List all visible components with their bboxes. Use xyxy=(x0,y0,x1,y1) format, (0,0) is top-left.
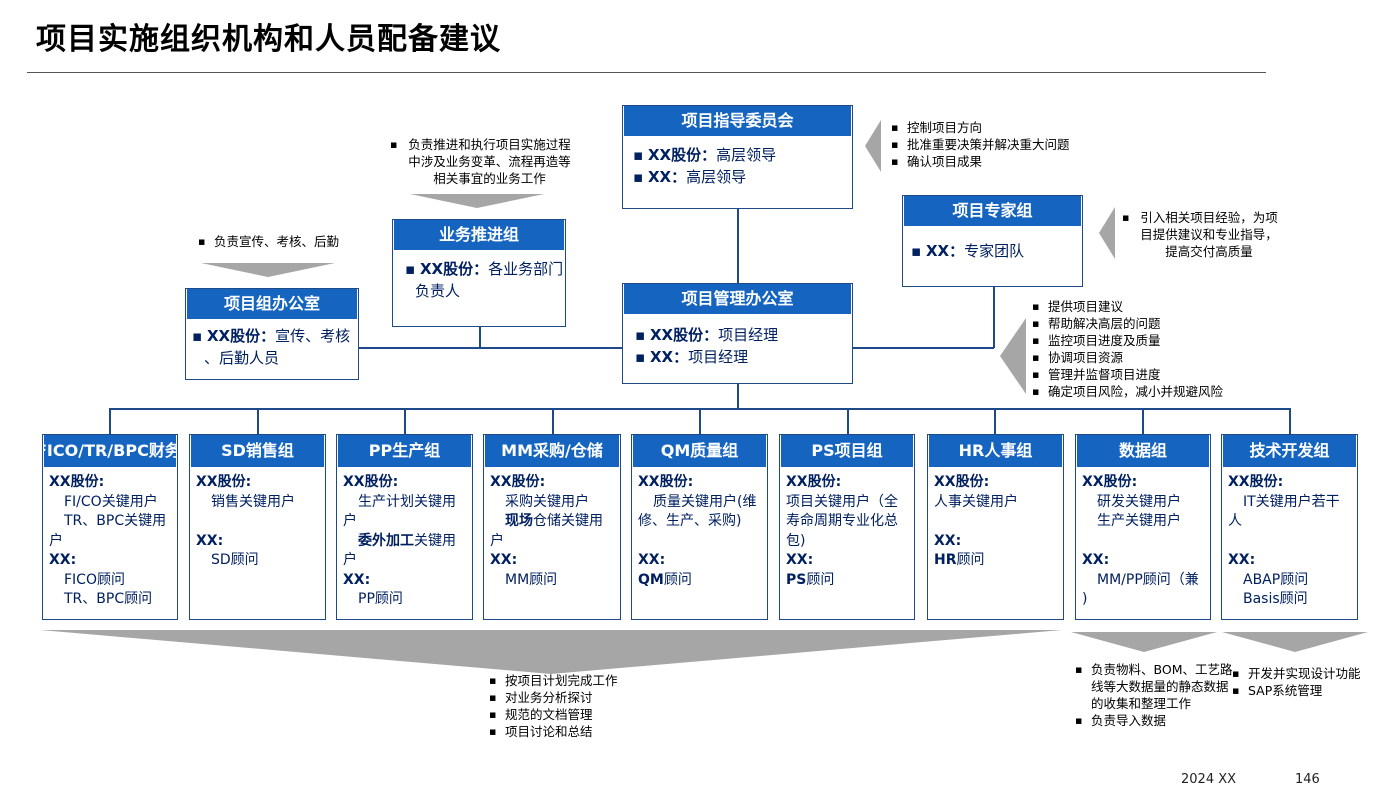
pmo-notes: 提供项目建议 帮助解决高层的问题 监控项目进度及质量 协调项目资源 管理并监督项… xyxy=(1030,298,1223,400)
connector-steering-pmo xyxy=(737,208,739,284)
team-box-pp: PP生产组 XX股份: 生产计划关键用 户 委外加工关键用 户 XX: PP顾问 xyxy=(336,434,473,620)
expert-notes: 引入相关项目经验，为项目提供建议和专业指导，提高交付高质量 xyxy=(1120,209,1280,260)
team-header: SD销售组 xyxy=(191,435,324,467)
biz-notes: 负责推进和执行项目实施过程中涉及业务变革、流程再造等相关事宜的业务工作 xyxy=(388,136,573,187)
connector-team-drop xyxy=(699,408,701,435)
connector-team-drop xyxy=(1142,408,1144,435)
project-office-box: 项目组办公室 ▪ XX股份：宣传、考核 、后勤人员 xyxy=(185,288,359,380)
team-header: 技术开发组 xyxy=(1223,435,1356,467)
pmo-header: 项目管理办公室 xyxy=(624,284,851,314)
office-notes: 负责宣传、考核、后勤 xyxy=(196,233,339,250)
team-box-fico: FICO/TR/BPC财务 XX股份: FI/CO关键用户 TR、BPC关键用 … xyxy=(42,434,178,620)
team-box-hr: HR人事组 XX股份: 人事关键用户 XX: HR顾问 xyxy=(927,434,1064,620)
title-divider xyxy=(27,72,1266,73)
connector-team-drop xyxy=(847,408,849,435)
team-header: HR人事组 xyxy=(929,435,1062,467)
connector-team-drop xyxy=(109,408,111,435)
steering-committee-box: 项目指导委员会 ▪ XX股份：高层领导 ▪ XX：高层领导 xyxy=(622,105,853,209)
data-brace-arrow xyxy=(1071,632,1217,652)
connector-biz-down xyxy=(479,326,481,348)
pmo-box: 项目管理办公室 ▪ XX股份：项目经理 ▪ XX：项目经理 xyxy=(622,283,853,384)
team-header: FICO/TR/BPC财务 xyxy=(44,435,176,467)
connector-team-drop xyxy=(994,408,996,435)
data-notes: 负责物料、BOM、工艺路线等大数据量的静态数据的收集和整理工作 负责导入数据 xyxy=(1073,661,1238,729)
pmo-arrow xyxy=(1000,318,1026,394)
team-box-ps: PS项目组 XX股份: 项目关键用户（全 寿命周期专业化总 包) XX: PS顾… xyxy=(779,434,915,620)
connector-team-drop xyxy=(552,408,554,435)
connector-team-drop xyxy=(404,408,406,435)
footer-date: 2024 XX xyxy=(1181,772,1237,787)
team-box-tech: 技术开发组 XX股份: IT关键用户若干 人 XX: ABAP顾问 Basis顾… xyxy=(1221,434,1358,620)
biz-promotion-box: 业务推进组 ▪ XX股份：各业务部门 负责人 xyxy=(392,219,566,327)
expert-group-box: 项目专家组 ▪ XX：专家团队 xyxy=(902,195,1083,287)
office-arrow xyxy=(201,263,335,277)
connector-team-drop xyxy=(1289,408,1291,435)
project-office-header: 项目组办公室 xyxy=(187,289,357,319)
connector-expert-down xyxy=(993,286,995,348)
team-box-sd: SD销售组 XX股份: 销售关键用户 XX: SD顾问 xyxy=(189,434,326,620)
steering-row: ▪ XX：高层领导 xyxy=(633,168,747,186)
team-box-data: 数据组 XX股份: 研发关键用户 生产关键用户 XX: MM/PP顾问（兼 ) xyxy=(1075,434,1211,620)
biz-arrow xyxy=(410,194,544,208)
tech-notes: 开发并实现设计功能 SAP系统管理 xyxy=(1230,665,1361,699)
steering-notes: 控制项目方向 批准重要决策并解决重大问题 确认项目成果 xyxy=(889,119,1070,170)
connector-office-pmo xyxy=(358,347,622,349)
footer-page-number: 146 xyxy=(1295,772,1320,787)
steering-arrow xyxy=(865,120,881,172)
team-header: 数据组 xyxy=(1077,435,1209,467)
connector-team-drop xyxy=(257,408,259,435)
teams-brace-arrow xyxy=(40,630,1062,674)
team-box-mm: MM采购/仓储 XX股份: 采购关键用户 现场仓储关键用 户 XX: MM顾问 xyxy=(483,434,621,620)
team-header: PP生产组 xyxy=(338,435,471,467)
expert-group-header: 项目专家组 xyxy=(904,196,1081,226)
connector-pmo-expert xyxy=(852,347,994,349)
team-header: QM质量组 xyxy=(633,435,766,467)
page-title: 项目实施组织机构和人员配备建议 xyxy=(36,22,501,57)
steering-committee-header: 项目指导委员会 xyxy=(624,106,851,136)
steering-row: ▪ XX股份：高层领导 xyxy=(633,146,777,164)
teams-notes: 按项目计划完成工作 对业务分析探讨 规范的文档管理 项目讨论和总结 xyxy=(487,672,618,740)
connector-pmo-down xyxy=(737,383,739,409)
team-header: MM采购/仓储 xyxy=(485,435,619,467)
tech-brace-arrow xyxy=(1222,632,1368,652)
biz-promotion-header: 业务推进组 xyxy=(394,220,564,250)
expert-arrow xyxy=(1099,207,1115,259)
team-header: PS项目组 xyxy=(781,435,913,467)
team-box-qm: QM质量组 XX股份: 质量关键用户(维 修、生产、采购) XX: QM顾问 xyxy=(631,434,768,620)
